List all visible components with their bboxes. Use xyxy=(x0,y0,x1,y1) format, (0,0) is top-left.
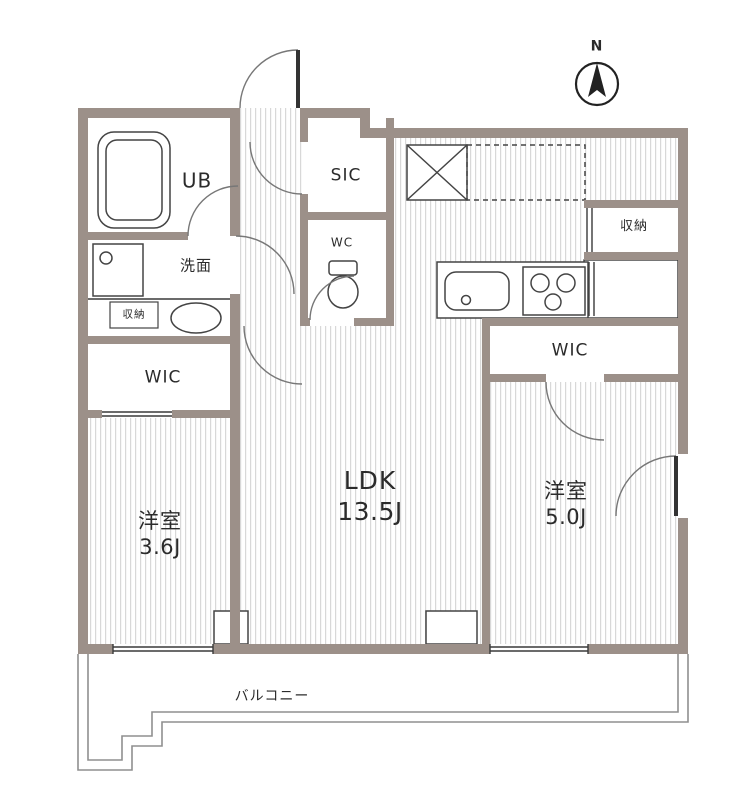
compass-icon xyxy=(574,61,620,107)
walls xyxy=(78,108,688,654)
compass-north-label: N xyxy=(590,38,604,55)
vanity-faucet-icon xyxy=(99,251,113,265)
toilet-bowl-icon xyxy=(327,275,359,309)
wic-right-label: WIC xyxy=(551,340,589,361)
bedroom-right-door-arc xyxy=(545,381,605,441)
bedroom-right-size: 5.0J xyxy=(545,505,587,529)
ldk-label: LDK 13.5J xyxy=(337,465,403,528)
windows xyxy=(112,454,688,654)
pillar-box xyxy=(425,610,478,645)
window-left xyxy=(113,644,213,654)
door-arcs xyxy=(187,49,677,517)
wc-label: WC xyxy=(330,235,354,250)
closet-door-lines xyxy=(588,262,595,316)
burner-icon xyxy=(556,273,576,293)
balcony-outline xyxy=(77,654,689,771)
bath-door-arc xyxy=(187,185,239,237)
sic-door-arc xyxy=(249,141,303,195)
storage-right-door-lines xyxy=(586,208,593,252)
window-right xyxy=(490,644,588,654)
hallway-floor xyxy=(240,108,302,326)
dashed-counter-space xyxy=(466,144,586,201)
washroom-label: 洗面 xyxy=(179,256,213,275)
side-door-opening xyxy=(678,454,688,518)
kitchen-sink-icon xyxy=(444,271,510,311)
entry-door-arc xyxy=(239,49,299,109)
bedroom-left-label: 洋室 3.6J xyxy=(138,508,182,561)
storage-left-box xyxy=(109,301,159,329)
refrigerator-x-mark xyxy=(406,144,468,201)
vanity-icon xyxy=(92,243,144,297)
bedroom-left-name: 洋室 xyxy=(138,508,182,533)
ldk-size: 13.5J xyxy=(337,497,403,526)
sic-label: SIC xyxy=(330,165,362,186)
toilet-tank-icon xyxy=(328,260,358,276)
bathtub-inner-icon xyxy=(105,139,163,221)
wic-left-label: WIC xyxy=(144,367,182,388)
floor-areas xyxy=(88,108,678,644)
burner-icon xyxy=(530,273,550,293)
storage-right-label: 収納 xyxy=(619,218,649,234)
washbasin-icon xyxy=(170,302,222,334)
ldk-name: LDK xyxy=(343,465,397,495)
washroom-door-arc xyxy=(235,235,295,295)
bedroom-left-size: 3.6J xyxy=(139,535,181,559)
bedroom-right-floor xyxy=(490,382,678,644)
storage-left-label: 収納 xyxy=(122,308,146,321)
door-leaves xyxy=(296,50,678,516)
wc-door-arc xyxy=(309,275,355,321)
bedroom-right-label: 洋室 5.0J xyxy=(544,478,588,531)
burner-icon xyxy=(544,293,562,311)
bedroom-left-floor xyxy=(88,418,230,644)
bedroom-right-name: 洋室 xyxy=(544,478,588,503)
wic-left-door-lines xyxy=(102,411,172,417)
ldk-floor xyxy=(240,326,482,644)
kitchen-faucet-icon xyxy=(460,294,472,306)
balcony-label: バルコニー xyxy=(234,688,310,705)
side-door-arc xyxy=(615,455,677,517)
ub-label: UB xyxy=(181,168,213,193)
ldk-door-arc xyxy=(243,325,303,385)
